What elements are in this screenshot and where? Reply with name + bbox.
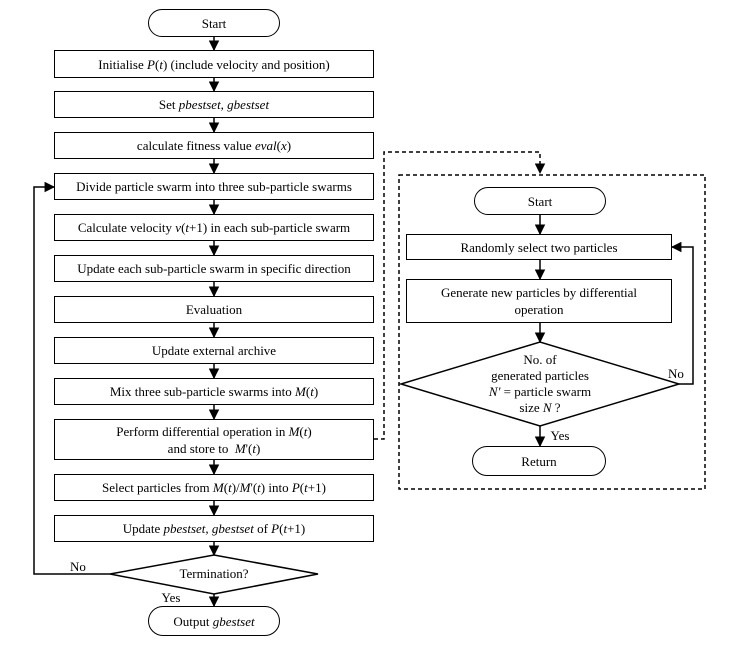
update-best-label: Update pbestset, gbestset of P(t+1) — [122, 521, 306, 536]
calculate-velocity-step: Calculate velocity v(t+1) in each sub-pa… — [54, 214, 374, 241]
generate-particles-label-line1: Generate new particles by differential — [440, 285, 638, 300]
random-select-label: Randomly select two particles — [460, 239, 618, 255]
generate-particles-label-line2: operation — [514, 302, 564, 317]
differential-operation-step: Perform differential operation in M(t) a… — [54, 419, 374, 460]
calculate-fitness-step: calculate fitness value eval(x) — [54, 132, 374, 159]
sub-yes-label: Yes — [550, 428, 570, 443]
start-terminal: Start — [148, 9, 280, 37]
set-best-step: Set pbestset, gbestset — [54, 91, 374, 118]
decision-line1: No. of — [523, 352, 557, 367]
mix-swarms-label: Mix three sub-particle swarms into M(t) — [109, 384, 319, 399]
update-best-step: Update pbestset, gbestset of P(t+1) — [54, 515, 374, 542]
set-best-label: Set pbestset, gbestset — [158, 97, 270, 112]
differential-operation-label-line2: and store to M'(t) — [167, 440, 261, 456]
update-subswarm-label: Update each sub-particle swarm in specif… — [77, 261, 351, 276]
sub-no-label: No — [668, 366, 684, 381]
update-archive-label: Update external archive — [151, 343, 277, 358]
sub-start-terminal: Start — [474, 187, 606, 215]
output-terminal: Output gbestset — [148, 606, 280, 636]
decision-line2: generated particles — [491, 368, 589, 383]
start-label: Start — [201, 15, 227, 31]
evaluation-label: Evaluation — [185, 302, 243, 317]
particle-count-decision-label: No. of generated particles N' = particle… — [455, 352, 625, 416]
select-particles-step: Select particles from M(t)/M'(t) into P(… — [54, 474, 374, 501]
evaluation-step: Evaluation — [54, 296, 374, 323]
return-terminal: Return — [472, 446, 606, 476]
update-archive-step: Update external archive — [54, 337, 374, 364]
divide-swarm-label: Divide particle swarm into three sub-par… — [76, 179, 352, 194]
sub-start-label: Start — [527, 193, 553, 209]
random-select-step: Randomly select two particles — [406, 234, 672, 260]
termination-yes-label: Yes — [161, 590, 181, 605]
generate-particles-step: Generate new particles by differential o… — [406, 279, 672, 323]
termination-decision-label: Termination? — [179, 566, 249, 581]
initialise-label: Initialise P(t) (include velocity and po… — [98, 56, 330, 72]
update-subswarm-step: Update each sub-particle swarm in specif… — [54, 255, 374, 282]
mix-swarms-step: Mix three sub-particle swarms into M(t) — [54, 378, 374, 405]
return-label: Return — [521, 453, 557, 469]
termination-no-label: No — [70, 559, 86, 574]
calculate-velocity-label: Calculate velocity v(t+1) in each sub-pa… — [77, 220, 351, 235]
select-particles-label: Select particles from M(t)/M'(t) into P(… — [102, 480, 326, 495]
output-label: Output gbestset — [173, 613, 255, 629]
termination-decision-shape — [109, 554, 319, 595]
initialise-step: Initialise P(t) (include velocity and po… — [54, 50, 374, 78]
decision-line3: N' = particle swarm — [488, 384, 592, 399]
divide-swarm-step: Divide particle swarm into three sub-par… — [54, 173, 374, 200]
differential-operation-label-line1: Perform differential operation in M(t) — [116, 423, 312, 439]
decision-line4: size N ? — [519, 400, 561, 415]
particle-count-decision-shape — [398, 341, 682, 427]
calculate-fitness-label: calculate fitness value eval(x) — [136, 138, 292, 153]
